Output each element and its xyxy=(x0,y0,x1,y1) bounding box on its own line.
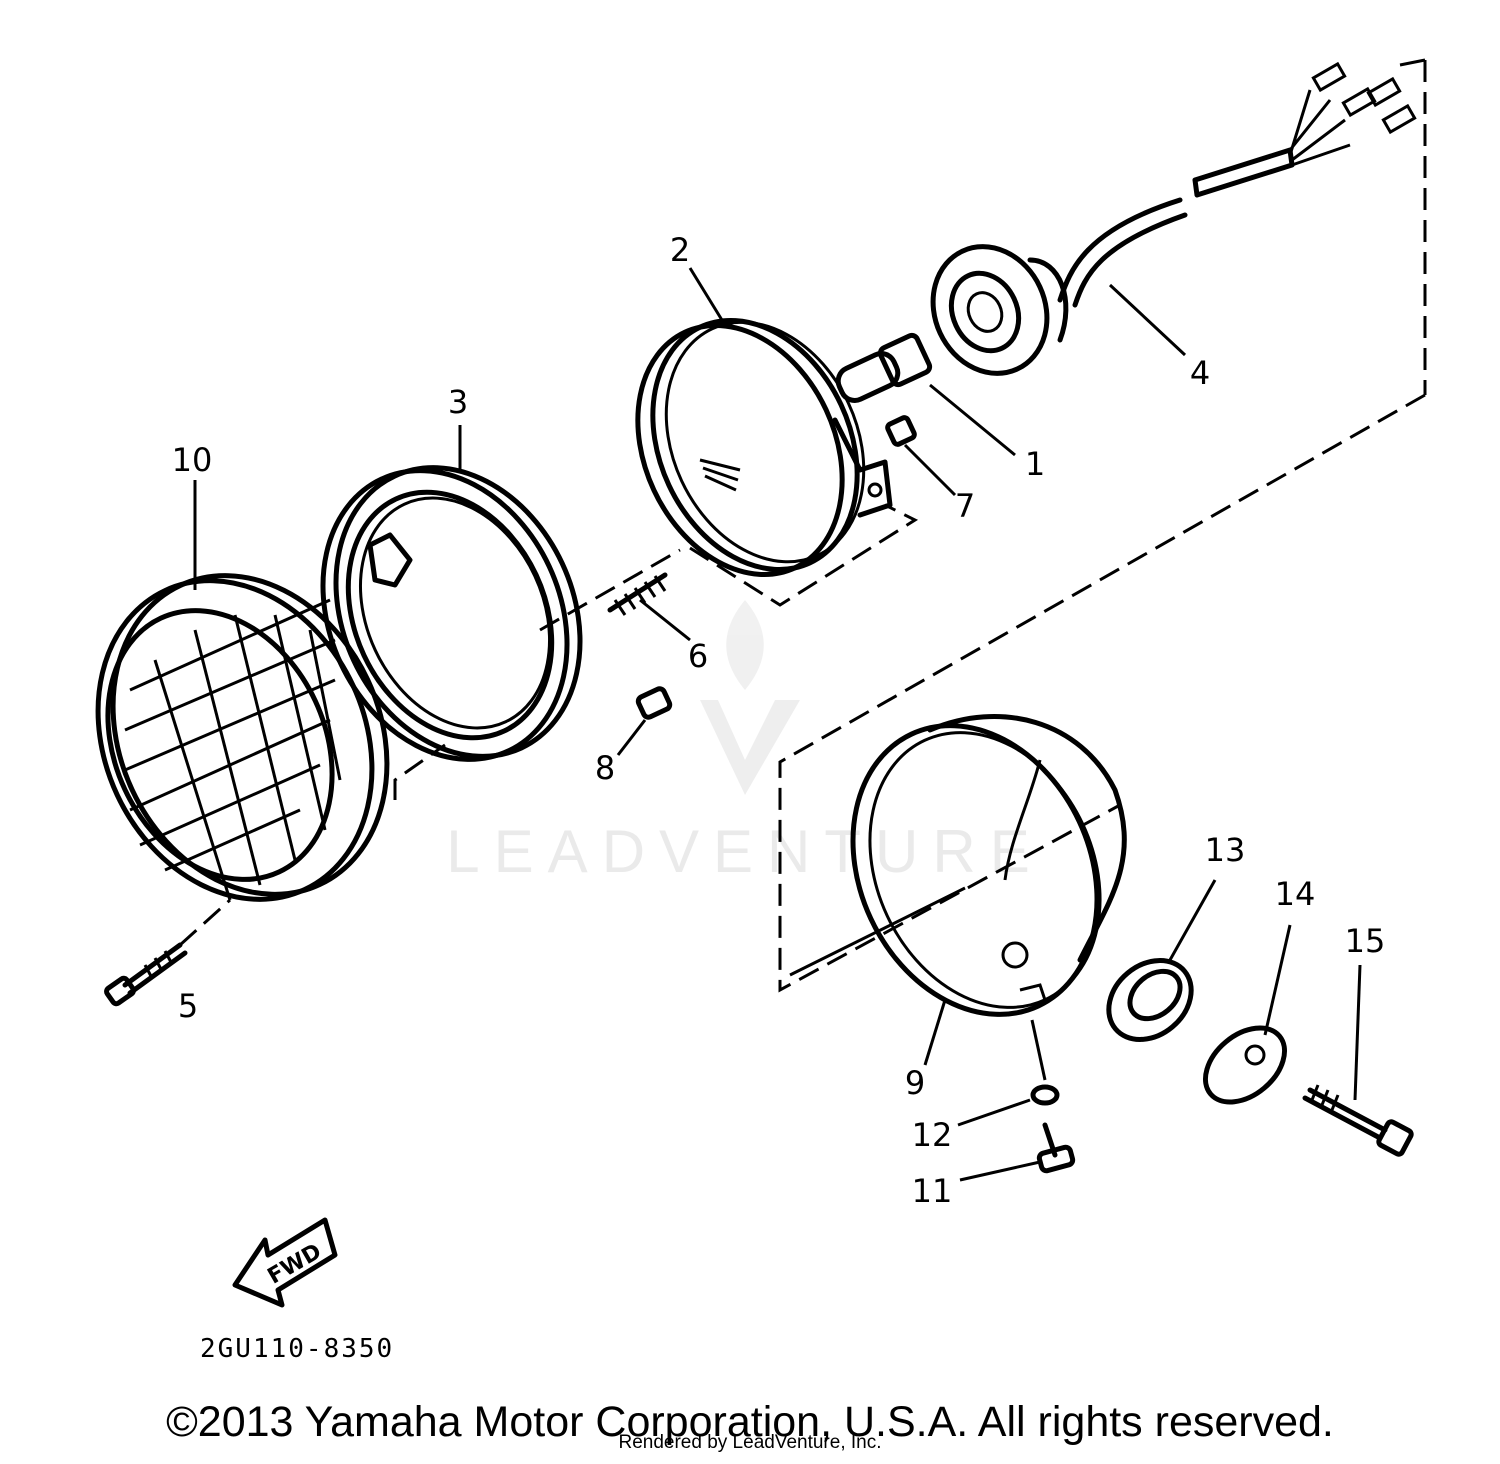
rendered-by-notice: Rendered by LeadVenture, Inc. xyxy=(618,1432,882,1453)
callout-2: 2 xyxy=(670,231,690,269)
part-screw-8 xyxy=(616,686,673,756)
drawing-code: 2GU110-8350 xyxy=(200,1334,394,1364)
callout-7: 7 xyxy=(955,487,975,525)
part-screw-11 xyxy=(959,1122,1076,1182)
part-adjust-screw-6 xyxy=(607,572,691,642)
callout-4: 4 xyxy=(1190,354,1210,392)
callout-11: 11 xyxy=(912,1172,953,1210)
callout-10: 10 xyxy=(172,441,213,479)
callout-9: 9 xyxy=(905,1064,925,1102)
callout-5: 5 xyxy=(178,987,198,1025)
callout-15: 15 xyxy=(1345,922,1386,960)
part-long-bolt-15 xyxy=(1302,964,1414,1157)
part-washer-12 xyxy=(957,1084,1060,1127)
part-sealed-beam-2 xyxy=(635,267,919,607)
watermark: LEADVENTURE xyxy=(446,600,1043,885)
callout-6: 6 xyxy=(688,637,708,675)
part-housing-9 xyxy=(789,714,1127,1081)
part-cap-14 xyxy=(1203,924,1292,1105)
callout-8: 8 xyxy=(595,749,615,787)
part-grommet-13 xyxy=(1106,879,1217,1042)
callout-13: 13 xyxy=(1205,831,1246,869)
part-rim-3 xyxy=(320,425,681,800)
part-guard-10 xyxy=(95,480,390,902)
callout-1: 1 xyxy=(1025,445,1045,483)
copyright-notice: ©2013 Yamaha Motor Corporation, U.S.A. A… xyxy=(166,1398,1334,1446)
assembly-bracket-lines xyxy=(778,58,1427,993)
part-socket-wiring-4 xyxy=(930,61,1417,376)
watermark-text: LEADVENTURE xyxy=(446,818,1043,885)
forward-arrow: FWD xyxy=(232,1217,338,1308)
callout-labels: 1 2 3 4 5 6 7 8 9 10 11 12 13 14 15 xyxy=(172,231,1386,1210)
callout-12: 12 xyxy=(912,1116,953,1154)
callout-14: 14 xyxy=(1275,875,1316,913)
part-nut-7 xyxy=(885,415,957,497)
callout-3: 3 xyxy=(448,383,468,421)
part-bolt-5 xyxy=(104,898,232,1007)
